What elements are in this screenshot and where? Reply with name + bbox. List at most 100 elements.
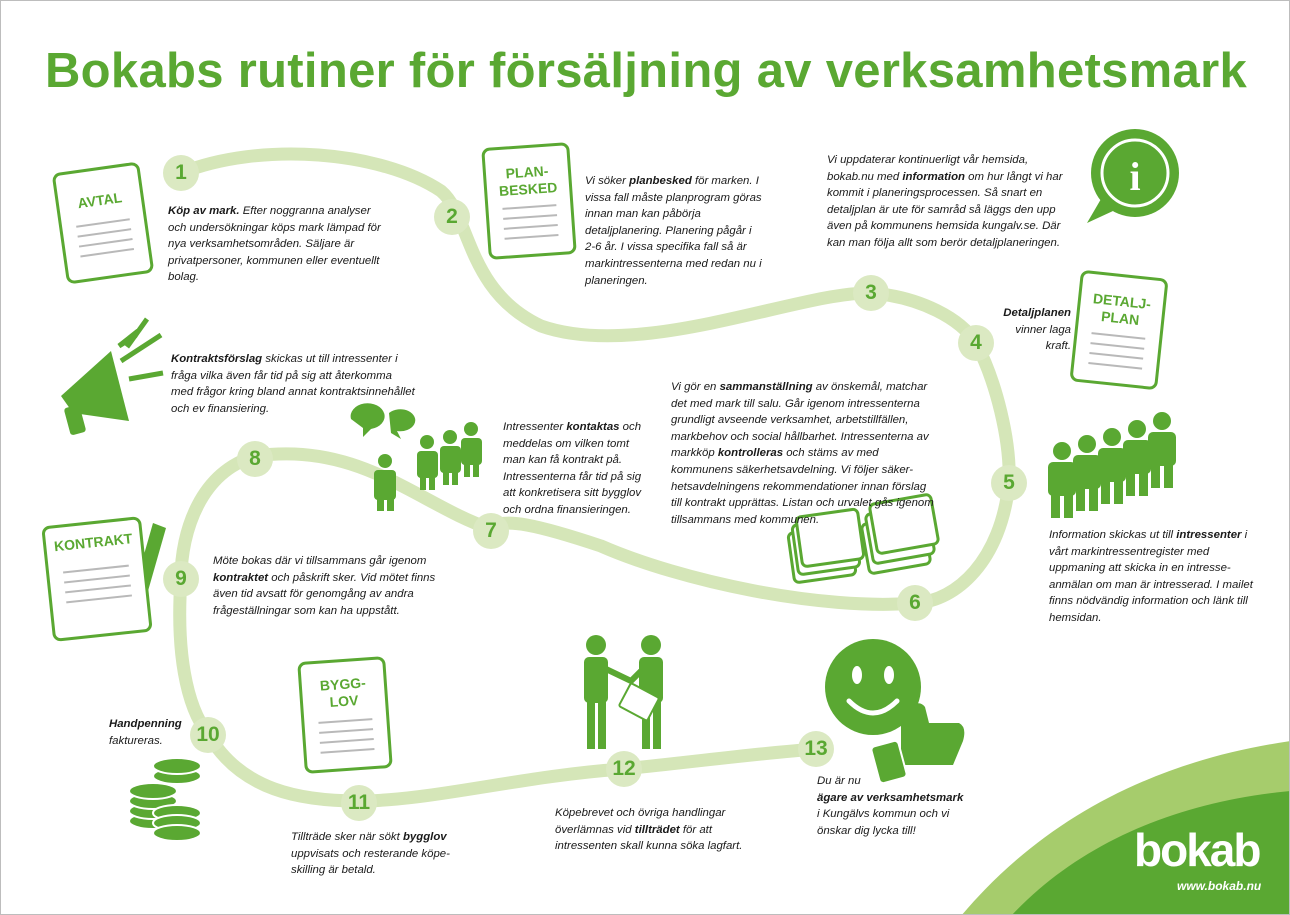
bygglov-label: BYGG- LOV — [319, 674, 367, 711]
bygglov-document-icon: BYGG- LOV — [297, 656, 393, 774]
step-11-pre: Tillträde sker när sökt — [291, 831, 403, 843]
step-12-pre: Köpebrevet och övriga handlingar överläm… — [555, 807, 726, 836]
step-2-bold: planbesked — [629, 175, 692, 187]
doc-line — [77, 228, 132, 238]
step-3-marker: 3 — [853, 275, 889, 311]
step-12-body: för att intressenten skall kunna söka la… — [555, 823, 743, 853]
smiley-thumbs-up-icon — [825, 639, 965, 785]
step-9-bold: kontraktet — [213, 571, 269, 584]
step-10-text: Handpenning faktureras. — [109, 716, 199, 749]
detaljplan-document-icon: DETALJ- PLAN — [1069, 269, 1169, 391]
step-11-body: uppvisats och resterande köpe-skilling ä… — [291, 847, 450, 877]
step-2-body: för marken. I vissa fall måste planprogr… — [585, 175, 762, 287]
step-9-marker: 9 — [163, 561, 199, 597]
step-7-body: och meddelas om vilken tomt man kan få k… — [503, 421, 642, 516]
step-7-text: Intressenter kontaktas och meddelas om v… — [503, 419, 643, 519]
detaljplan-label: DETALJ- PLAN — [1092, 290, 1152, 329]
step-12-marker: 12 — [606, 751, 642, 787]
step-6-marker: 6 — [897, 585, 933, 621]
speech-bubbles-icon — [350, 403, 416, 439]
kontrakt-document-icon: KONTRAKT — [41, 516, 153, 642]
step-2-pre: Vi söker — [585, 175, 630, 187]
step-1-body: Efter noggranna analyser och undersöknin… — [168, 205, 381, 284]
step-7-bold: kontaktas — [566, 421, 620, 433]
step-1-text: Köp av mark. Efter noggranna analyser oc… — [168, 203, 390, 286]
process-path — [173, 147, 1016, 808]
step-9-pre: Möte bokas där vi tillsammans går igenom — [213, 555, 427, 567]
step-10-marker: 10 — [190, 717, 226, 753]
doc-line — [64, 574, 130, 584]
doc-line — [319, 728, 374, 734]
people-group-icon — [1048, 412, 1176, 518]
doc-line — [504, 234, 559, 240]
planbesked-label: PLAN- BESKED — [498, 162, 558, 200]
step-8-text: Kontraktsförslag skickas ut till intress… — [171, 351, 415, 417]
step-1-bold: Köp av mark. — [168, 205, 240, 217]
doc-line — [1090, 342, 1145, 350]
step-11-marker: 11 — [341, 785, 377, 821]
step-6-mid: av önskemål, matchar det med mark till s… — [671, 381, 929, 460]
doc-line — [63, 564, 129, 574]
step-9-body: och påskrift sker. Vid mötet finns även … — [213, 571, 436, 617]
step-12-bold: tillträdet — [634, 823, 680, 836]
doc-line — [65, 584, 131, 594]
step-5-marker: 5 — [991, 465, 1027, 501]
coins-icon — [128, 757, 202, 842]
step-6-pre: Vi gör en — [671, 381, 720, 393]
step-10-bold: Handpenning — [109, 718, 182, 730]
page-title: Bokabs rutiner för försäljning av verksa… — [44, 44, 1248, 98]
handshake-icon — [584, 635, 663, 749]
doc-line — [503, 224, 558, 230]
step-8-marker: 8 — [237, 441, 273, 477]
doc-line — [1088, 361, 1143, 370]
step-1-marker: 1 — [163, 155, 199, 191]
info-body: om hur långt vi har kommit i planeringsp… — [827, 170, 1063, 249]
doc-line — [318, 718, 373, 724]
step-8-body: skickas ut till intressenter i fråga vil… — [171, 353, 415, 415]
step-13-body: i Kungälvs kommun och vi önskar dig lyck… — [817, 808, 950, 837]
step-5-text: Information skickas ut till intressenter… — [1049, 527, 1253, 627]
doc-line — [80, 247, 135, 258]
doc-line — [1089, 352, 1144, 360]
info-bold: information — [902, 170, 966, 183]
website-link[interactable]: www.bokab.nu — [1177, 879, 1262, 893]
corner-swoosh-dark — [1012, 791, 1289, 914]
step-5-body: i vårt markintressentregister med uppman… — [1049, 529, 1253, 624]
step-13-marker: 13 — [798, 731, 834, 767]
doc-line — [78, 238, 133, 248]
step-10-body: faktureras. — [109, 734, 163, 747]
step-6-text: Vi gör en sammanställning av önskemål, m… — [671, 379, 939, 528]
step-8-bold: Kontraktsförslag — [171, 353, 263, 365]
step-12-text: Köpebrevet och övriga handlingar överläm… — [555, 805, 765, 855]
step-2-marker: 2 — [434, 199, 470, 235]
doc-line — [503, 214, 558, 220]
step-5-bold: intressenter — [1176, 529, 1242, 541]
doc-line — [319, 738, 374, 744]
planbesked-document-icon: PLAN- BESKED — [481, 142, 577, 260]
svg-text:i: i — [1129, 154, 1140, 199]
card-stack-icon — [786, 493, 940, 584]
info-text: Vi uppdaterar kontinuerligt vår hemsida,… — [827, 152, 1075, 252]
step-9-text: Möte bokas där vi tillsammans går igenom… — [213, 553, 453, 619]
doc-line — [76, 218, 130, 228]
step-7-pre: Intressenter — [503, 421, 567, 433]
step-6-bold: sammanställning — [719, 381, 813, 393]
step-11-text: Tillträde sker när sökt bygglov uppvisat… — [291, 829, 471, 879]
step-5-pre: Information skickas ut till — [1049, 529, 1177, 541]
kontrakt-label: KONTRAKT — [53, 530, 134, 555]
step-6-body: och stäms av med kommunens säkerhetsavde… — [671, 447, 934, 526]
step-11-bold: bygglov — [402, 831, 447, 843]
step-2-text: Vi söker planbesked för marken. I vissa … — [585, 173, 763, 289]
people-group-icon — [374, 422, 482, 511]
avtal-label: AVTAL — [76, 189, 123, 212]
doc-line — [502, 204, 557, 210]
step-4-bold: Detaljplanen — [1003, 307, 1071, 319]
step-13-bold: ägare av verksamhetsmark — [817, 791, 964, 804]
doc-line — [66, 594, 133, 604]
doc-line — [1091, 332, 1146, 340]
avtal-document-icon: AVTAL — [51, 161, 155, 285]
